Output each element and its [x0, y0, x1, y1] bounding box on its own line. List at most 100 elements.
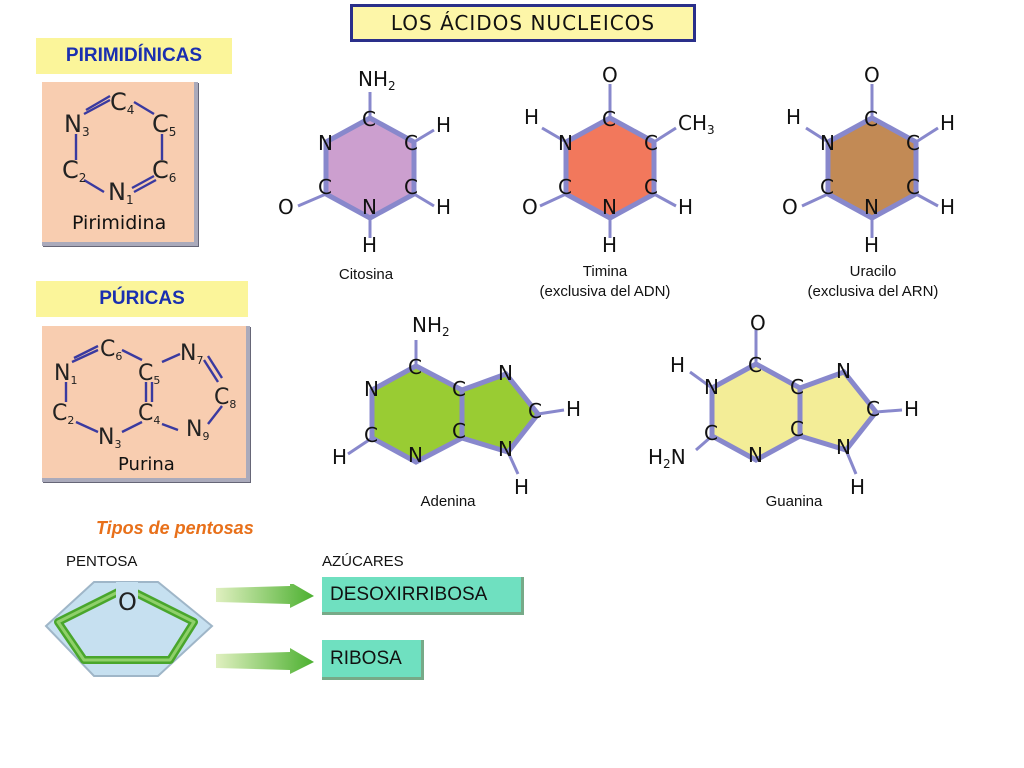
svg-text:N: N [836, 359, 851, 383]
svg-text:N3: N3 [98, 425, 121, 451]
svg-text:C: C [864, 107, 878, 131]
svg-text:C: C [704, 421, 718, 445]
svg-text:C: C [790, 375, 804, 399]
svg-text:C8: C8 [214, 385, 236, 411]
svg-text:H: H [332, 445, 347, 469]
svg-text:C6: C6 [152, 156, 176, 185]
svg-text:N7: N7 [180, 341, 203, 367]
svg-text:N: N [704, 375, 719, 399]
svg-text:C: C [866, 397, 880, 421]
svg-text:N: N [318, 131, 333, 155]
svg-text:H: H [670, 353, 685, 377]
pyrimidine-ring-diagram: C4 N3 C5 C2 C6 N1 [62, 88, 176, 207]
svg-text:C: C [906, 131, 920, 155]
timina-structure: O H C CH3 N C C C H O N H [522, 63, 715, 257]
svg-text:C: C [748, 353, 762, 377]
svg-text:O: O [864, 63, 880, 87]
svg-text:C: C [318, 175, 332, 199]
svg-text:C2: C2 [52, 401, 74, 427]
svg-text:C: C [602, 107, 616, 131]
svg-text:H: H [940, 111, 955, 135]
pentosa-label: PENTOSA [66, 553, 138, 570]
citosina-structure: NH2 C H N C C C H O N H [278, 67, 451, 257]
ribosa-box: RIBOSA [322, 640, 424, 680]
adenina-structure: NH2 C N C N C H C C N H N H [332, 313, 581, 499]
svg-text:H: H [864, 233, 879, 257]
svg-text:C: C [362, 107, 376, 131]
timina-label: Timina [582, 263, 628, 280]
svg-text:O: O [522, 195, 538, 219]
svg-text:C: C [558, 175, 572, 199]
svg-text:N: N [362, 195, 377, 219]
svg-text:C: C [644, 175, 658, 199]
svg-text:H: H [904, 397, 919, 421]
svg-text:N: N [820, 131, 835, 155]
svg-text:N: N [748, 443, 763, 467]
svg-text:C: C [644, 131, 658, 155]
svg-text:H: H [436, 195, 451, 219]
uracilo-caption: Uracilo (exclusiva del ARN) [768, 262, 978, 302]
svg-text:C: C [820, 175, 834, 199]
svg-text:H: H [940, 195, 955, 219]
svg-text:NH2: NH2 [358, 67, 396, 93]
purine-ring-diagram: C6 N7 N1 C5 C8 C2 C4 N9 N3 [52, 337, 236, 451]
arrow-desoxirribosa-icon [216, 584, 314, 608]
svg-text:N: N [498, 361, 513, 385]
purine-panel: C6 N7 N1 C5 C8 C2 C4 N9 N3 Purina [42, 326, 250, 482]
svg-text:C: C [452, 419, 466, 443]
svg-text:O: O [602, 63, 618, 87]
svg-text:C: C [408, 355, 422, 379]
guanina-label: Guanina [765, 493, 823, 510]
svg-text:H: H [602, 233, 617, 257]
svg-text:N: N [836, 435, 851, 459]
pyr-atom-c4-sub: 4 [127, 103, 135, 117]
svg-text:H: H [514, 475, 529, 499]
svg-text:N: N [864, 195, 879, 219]
svg-text:O: O [750, 311, 766, 335]
svg-text:N1: N1 [54, 361, 77, 387]
pentose-ring-oxygen: O [118, 588, 137, 616]
svg-text:C: C [404, 131, 418, 155]
svg-text:C4: C4 [110, 88, 134, 117]
citosina-label: Citosina [338, 266, 394, 283]
svg-text:N: N [558, 131, 573, 155]
svg-text:C: C [452, 377, 466, 401]
purine-caption: Purina [118, 454, 175, 475]
pentoses-heading: Tipos de pentosas [96, 518, 254, 538]
svg-text:H: H [362, 233, 377, 257]
svg-text:C5: C5 [138, 361, 160, 387]
adenina-label: Adenina [420, 493, 476, 510]
purines-label: PÚRICAS [36, 281, 248, 317]
svg-text:C: C [364, 423, 378, 447]
svg-text:H: H [436, 113, 451, 137]
svg-text:C5: C5 [152, 110, 176, 139]
svg-text:H: H [566, 397, 581, 421]
page-title: LOS ÁCIDOS NUCLEICOS [350, 4, 696, 42]
guanina-structure: O H C N C N C H C C N H2N N H [648, 311, 919, 499]
svg-text:N: N [408, 443, 423, 467]
svg-text:H: H [850, 475, 865, 499]
svg-text:N: N [364, 377, 379, 401]
uracilo-note: (exclusiva del ARN) [807, 283, 939, 300]
svg-text:NH2: NH2 [412, 313, 450, 339]
svg-text:H: H [678, 195, 693, 219]
svg-text:C: C [790, 417, 804, 441]
svg-text:C: C [528, 399, 542, 423]
desoxirribosa-box: DESOXIRRIBOSA [322, 577, 524, 615]
pyrimidines-label: PIRIMIDÍNICAS [36, 38, 232, 74]
svg-text:N: N [498, 437, 513, 461]
svg-text:O: O [278, 195, 294, 219]
svg-text:C4: C4 [138, 401, 160, 427]
svg-text:C2: C2 [62, 156, 86, 185]
timina-note: (exclusiva del ADN) [539, 283, 671, 300]
pyrimidine-caption: Pirimidina [72, 212, 167, 234]
svg-text:C: C [906, 175, 920, 199]
pyrimidine-panel: C4 N3 C5 C2 C6 N1 Pirimidina [42, 82, 198, 246]
svg-text:H: H [786, 105, 801, 129]
svg-text:C: C [404, 175, 418, 199]
timina-caption: Timina (exclusiva del ADN) [500, 262, 710, 302]
svg-text:H2N: H2N [648, 445, 686, 471]
svg-text:N: N [602, 195, 617, 219]
svg-text:C6: C6 [100, 337, 122, 363]
arrow-ribosa-icon [216, 648, 314, 674]
